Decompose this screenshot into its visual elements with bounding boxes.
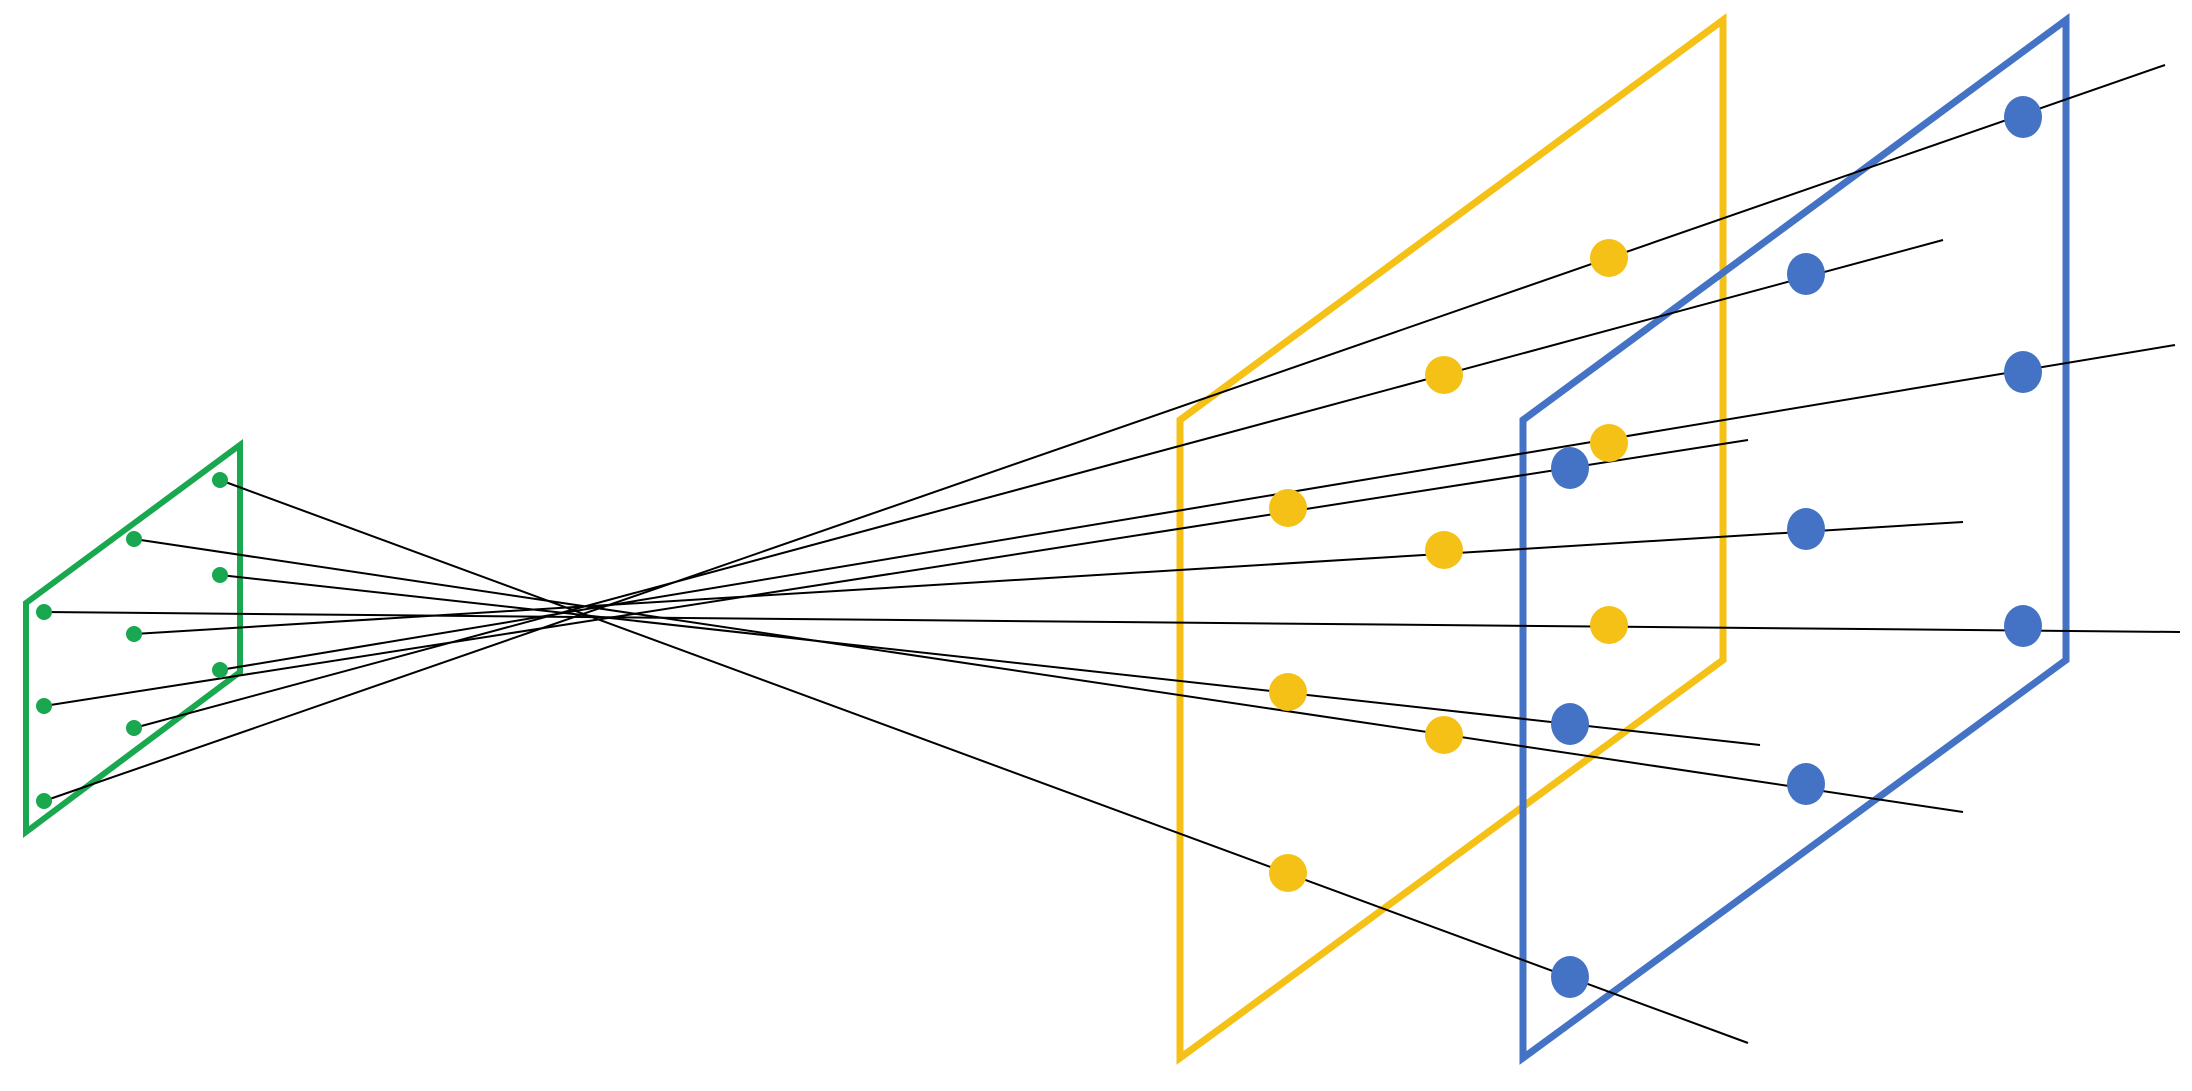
sensor-plane-points <box>36 472 228 809</box>
near-point-5 <box>1425 531 1463 569</box>
sensor-point-9 <box>36 793 52 809</box>
ray-9 <box>43 64 2166 802</box>
sensor-point-6 <box>36 698 52 714</box>
far-point-9 <box>1551 956 1589 998</box>
ray-1 <box>219 479 1749 1044</box>
far-point-5 <box>1787 508 1825 550</box>
near-point-4 <box>1590 424 1628 462</box>
near-plane <box>1176 13 1727 1065</box>
ray-3 <box>219 574 1761 746</box>
sensor-point-3 <box>36 604 52 620</box>
sensor-point-5 <box>126 626 142 642</box>
far-point-1 <box>2004 96 2042 138</box>
far-point-3 <box>1551 447 1589 489</box>
sensor-point-7 <box>212 662 228 678</box>
sensor-point-1 <box>212 472 228 488</box>
near-point-8 <box>1425 716 1463 754</box>
ray-5 <box>133 521 1964 635</box>
far-plane <box>1519 13 2070 1065</box>
sensor-point-4 <box>212 567 228 583</box>
sensor-point-8 <box>126 720 142 736</box>
near-point-3 <box>1269 489 1307 527</box>
near-point-9 <box>1269 854 1307 892</box>
far-point-4 <box>2004 351 2042 393</box>
near-point-6 <box>1269 673 1307 711</box>
far-point-6 <box>1551 703 1589 745</box>
ray-8 <box>133 239 1944 729</box>
ray-2 <box>133 538 1964 813</box>
projection-rays <box>43 64 2181 1044</box>
near-point-1 <box>1590 239 1628 277</box>
ray-6 <box>43 439 1749 707</box>
far-point-2 <box>1787 253 1825 295</box>
ray-7 <box>219 344 2176 671</box>
near-plane-points <box>1269 239 1628 892</box>
far-plane-points <box>1551 96 2042 998</box>
sensor-plane <box>23 439 243 838</box>
far-point-8 <box>1787 763 1825 805</box>
ray-4 <box>43 611 2181 633</box>
sensor-point-2 <box>126 531 142 547</box>
far-point-7 <box>2004 605 2042 647</box>
near-point-7 <box>1590 606 1628 644</box>
near-point-2 <box>1425 356 1463 394</box>
